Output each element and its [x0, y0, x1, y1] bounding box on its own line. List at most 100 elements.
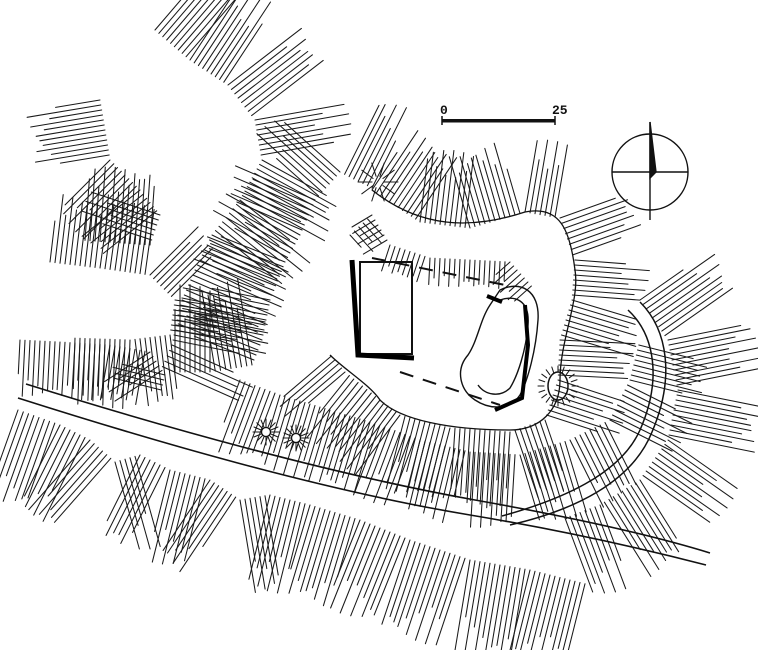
hachure-line — [538, 389, 546, 393]
hachure-line — [357, 229, 382, 245]
hachure-line — [307, 371, 346, 404]
hachure-line — [510, 568, 526, 650]
hachure-line — [104, 203, 115, 270]
hachure-line — [260, 436, 265, 445]
hachure-line — [557, 379, 625, 403]
hachure-line — [566, 314, 637, 337]
hachure-line — [256, 422, 264, 430]
hachure-line — [288, 503, 306, 570]
hachure-line — [453, 450, 466, 498]
hachure-line — [558, 364, 624, 369]
hachure-line — [568, 393, 575, 399]
hachure-line — [361, 533, 396, 617]
hachure-line — [549, 164, 560, 217]
hachure-line — [465, 560, 476, 618]
keep-walls — [486, 294, 531, 412]
hachure-line — [366, 107, 407, 187]
hachure-line — [616, 404, 665, 429]
hachure-line — [458, 172, 476, 228]
hachure-line — [546, 414, 599, 433]
hachure-line — [429, 166, 438, 224]
hachure-line — [199, 259, 284, 302]
hachure-line — [169, 349, 253, 388]
hachure-line — [486, 430, 491, 481]
hachure-line — [569, 439, 605, 508]
hachure-line — [118, 461, 156, 536]
hachure-line — [645, 273, 698, 310]
hachure-line — [247, 64, 310, 112]
hachure-line — [435, 557, 466, 646]
hachure-line — [194, 269, 282, 308]
hachure-line — [496, 566, 511, 646]
hachure-line — [608, 498, 641, 551]
castle-plateau — [329, 189, 577, 431]
hachure-line — [27, 339, 31, 381]
hachure-line — [283, 355, 332, 397]
hachure-line — [568, 309, 629, 329]
hachure-line — [53, 457, 112, 523]
hachure-line — [661, 448, 734, 500]
hachure-line — [348, 104, 386, 178]
hachure-line — [381, 539, 411, 625]
hachure-line — [240, 388, 266, 455]
hachure-line — [162, 0, 195, 38]
hachure-line — [246, 186, 329, 232]
hachure-line — [584, 431, 612, 485]
hachure-line — [672, 414, 752, 432]
hachure-line — [259, 133, 351, 151]
hachure-line — [318, 374, 350, 414]
hachure-line — [297, 442, 302, 451]
hachure-line — [134, 205, 145, 274]
hachure-line — [87, 343, 91, 381]
hachure-line — [17, 339, 21, 375]
hachure-line — [549, 404, 595, 420]
hachure-line — [463, 259, 466, 282]
hachure-line — [36, 139, 108, 153]
hachure-line — [466, 451, 471, 504]
hachure-line — [397, 151, 436, 209]
hachure-line — [670, 424, 755, 443]
hachure-line — [373, 537, 406, 616]
hachure-line — [508, 277, 525, 292]
hachure-line — [393, 146, 433, 206]
hachure-line — [264, 495, 279, 576]
hachure-line — [554, 443, 578, 517]
hachure-line — [565, 396, 571, 403]
hachure-line — [193, 0, 237, 64]
hachure-line — [561, 398, 565, 406]
hachure-line — [170, 324, 219, 333]
hachure-line — [346, 408, 393, 470]
hachure-line — [459, 170, 468, 228]
hachure-line — [308, 409, 331, 482]
hachure-line — [594, 426, 625, 486]
hachure-line — [476, 452, 481, 501]
hachure-line — [544, 446, 567, 520]
hachure-line — [41, 340, 46, 394]
hachure-line — [124, 202, 136, 273]
hachure-line — [524, 452, 545, 519]
hachure-line — [244, 221, 294, 250]
hachure-line — [172, 488, 224, 564]
hachure-line — [220, 236, 286, 263]
hachure-line — [544, 141, 559, 216]
hachure-line — [505, 431, 511, 489]
hachure-line — [362, 239, 388, 255]
hachure-line — [574, 513, 606, 594]
hachure-line — [256, 113, 350, 131]
hachure-line — [144, 208, 155, 275]
hachure-line — [318, 412, 341, 482]
hachure-line — [519, 454, 540, 521]
hachure-line — [559, 344, 611, 349]
hachure-line — [112, 366, 165, 381]
hachure-line — [290, 504, 311, 570]
hachure-line — [352, 219, 376, 234]
hachure-line — [228, 385, 256, 455]
hachure-line — [439, 174, 447, 225]
hachure-line — [211, 234, 289, 273]
hachure-line — [110, 214, 156, 231]
hachure-line — [286, 428, 294, 436]
hachure-line — [524, 140, 538, 213]
hachure-line — [280, 500, 296, 558]
hachure-line — [539, 448, 557, 503]
hachure-line — [290, 442, 295, 451]
